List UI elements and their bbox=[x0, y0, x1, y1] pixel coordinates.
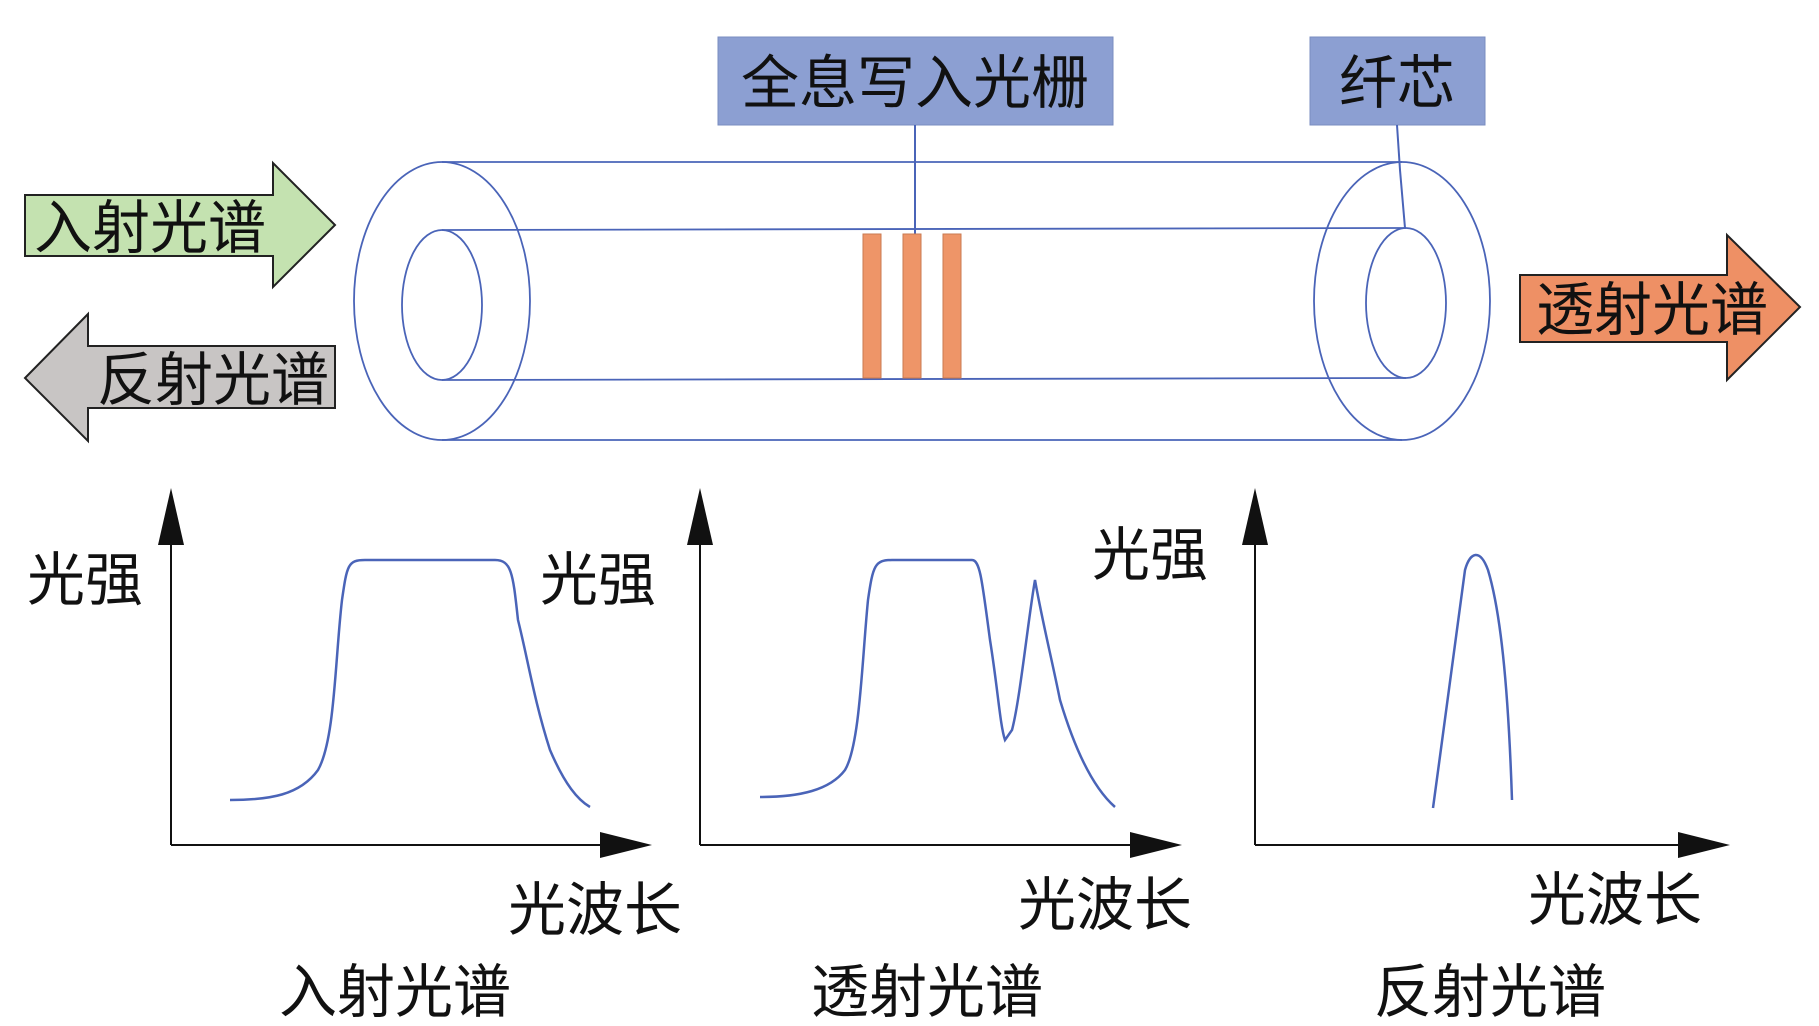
core-right-end bbox=[1365, 227, 1447, 379]
core-label: 纤芯 bbox=[1309, 36, 1486, 126]
grating-bar bbox=[862, 233, 882, 379]
svg-text:入射光谱: 入射光谱 bbox=[34, 194, 266, 262]
incident-spectrum-curve bbox=[229, 558, 591, 809]
grating bbox=[862, 233, 962, 379]
reflected-arrow: 反射光谱 bbox=[23, 311, 336, 444]
x-axis-label: 光波长 bbox=[508, 876, 682, 944]
core-leader-line bbox=[1396, 124, 1406, 229]
fiber-cylinder bbox=[353, 161, 1491, 441]
core-top-line bbox=[441, 227, 1407, 231]
incident-arrow: 入射光谱 bbox=[24, 160, 337, 290]
grating-label: 全息写入光栅 bbox=[717, 36, 1114, 126]
x-axis-label: 光波长 bbox=[1528, 866, 1702, 934]
grating-bar bbox=[942, 233, 962, 379]
reflected-spectrum-plot: 光强 光波长 反射光谱 bbox=[1092, 488, 1730, 1026]
y-axis-label: 光强 bbox=[27, 546, 143, 614]
core-left-end bbox=[401, 229, 483, 381]
svg-text:透射光谱: 透射光谱 bbox=[1536, 276, 1768, 344]
core-bottom-line bbox=[441, 377, 1407, 381]
x-axis-label: 光波长 bbox=[1018, 871, 1192, 939]
plot-caption: 入射光谱 bbox=[279, 958, 511, 1026]
incident-spectrum-plot: 光强 光波长 入射光谱 bbox=[27, 488, 682, 1026]
y-axis-label: 光强 bbox=[1092, 521, 1208, 589]
svg-text:纤芯: 纤芯 bbox=[1339, 49, 1455, 117]
cladding-left-end bbox=[353, 161, 531, 441]
x-axis-arrowhead bbox=[600, 832, 652, 858]
y-axis-label: 光强 bbox=[540, 546, 656, 614]
transmitted-spectrum-plot: 光强 光波长 透射光谱 bbox=[540, 488, 1192, 1026]
plot-caption: 透射光谱 bbox=[811, 958, 1043, 1026]
x-axis-arrowhead bbox=[1130, 832, 1182, 858]
svg-text:反射光谱: 反射光谱 bbox=[97, 346, 329, 414]
svg-text:全息写入光栅: 全息写入光栅 bbox=[741, 49, 1089, 117]
reflected-spectrum-curve bbox=[1431, 553, 1514, 809]
plot-caption: 反射光谱 bbox=[1374, 958, 1606, 1026]
y-axis-arrowhead bbox=[158, 488, 184, 545]
y-axis-arrowhead bbox=[687, 488, 713, 545]
grating-bar bbox=[902, 233, 922, 379]
transmitted-spectrum-curve bbox=[759, 558, 1116, 808]
transmitted-arrow: 透射光谱 bbox=[1519, 232, 1802, 383]
x-axis-arrowhead bbox=[1678, 832, 1730, 858]
y-axis-arrowhead bbox=[1242, 488, 1268, 545]
